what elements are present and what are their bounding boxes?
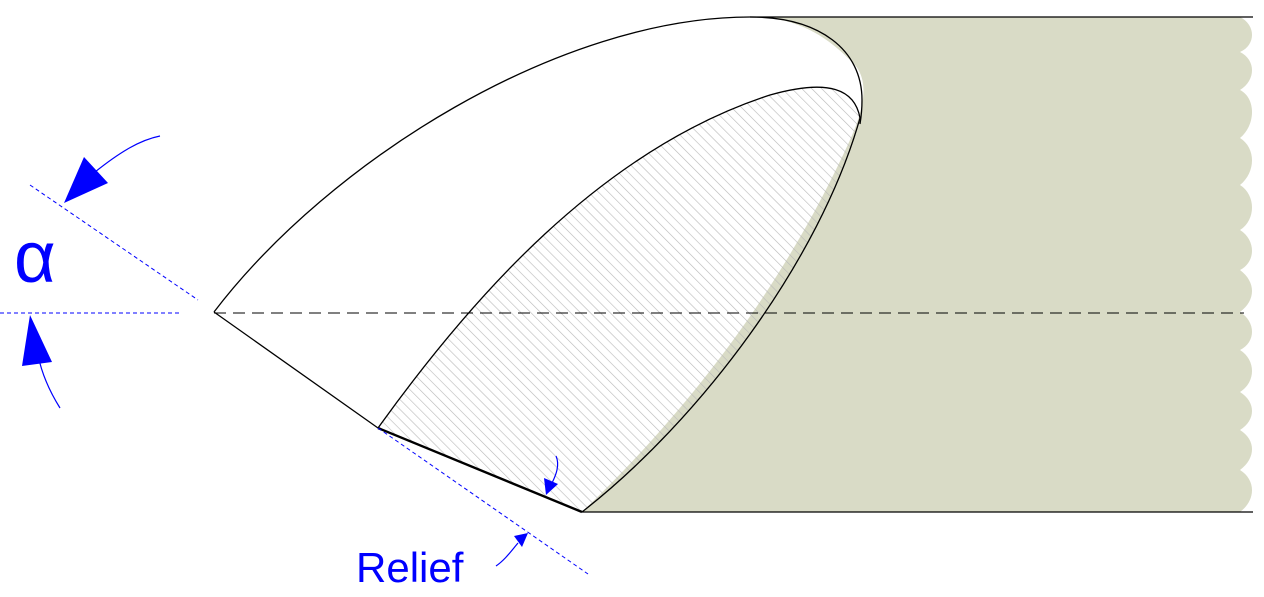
relief-arrow-lower-head xyxy=(514,533,528,547)
relief-arrow-upper-shaft xyxy=(551,455,559,484)
point-outline xyxy=(213,16,863,313)
angle-slope-line xyxy=(29,184,199,301)
tool-body xyxy=(582,17,1252,512)
cutting-edge-upper xyxy=(377,86,861,429)
relief-arrow-upper-head xyxy=(544,478,558,495)
relief-arrow-lower-shaft xyxy=(495,542,519,567)
angle-label: α xyxy=(14,218,56,298)
angle-arrow-upper-head xyxy=(64,157,108,203)
hatched-cutting-face xyxy=(378,87,860,512)
angle-arrow-lower-head xyxy=(22,315,52,366)
relief-extension-line xyxy=(377,427,589,575)
angle-arrow-upper-curve xyxy=(94,135,161,173)
relief-edge xyxy=(377,426,583,514)
lower-edge xyxy=(213,311,379,429)
cutting-edge-lower xyxy=(581,117,861,513)
relief-label: Relief xyxy=(356,544,464,591)
